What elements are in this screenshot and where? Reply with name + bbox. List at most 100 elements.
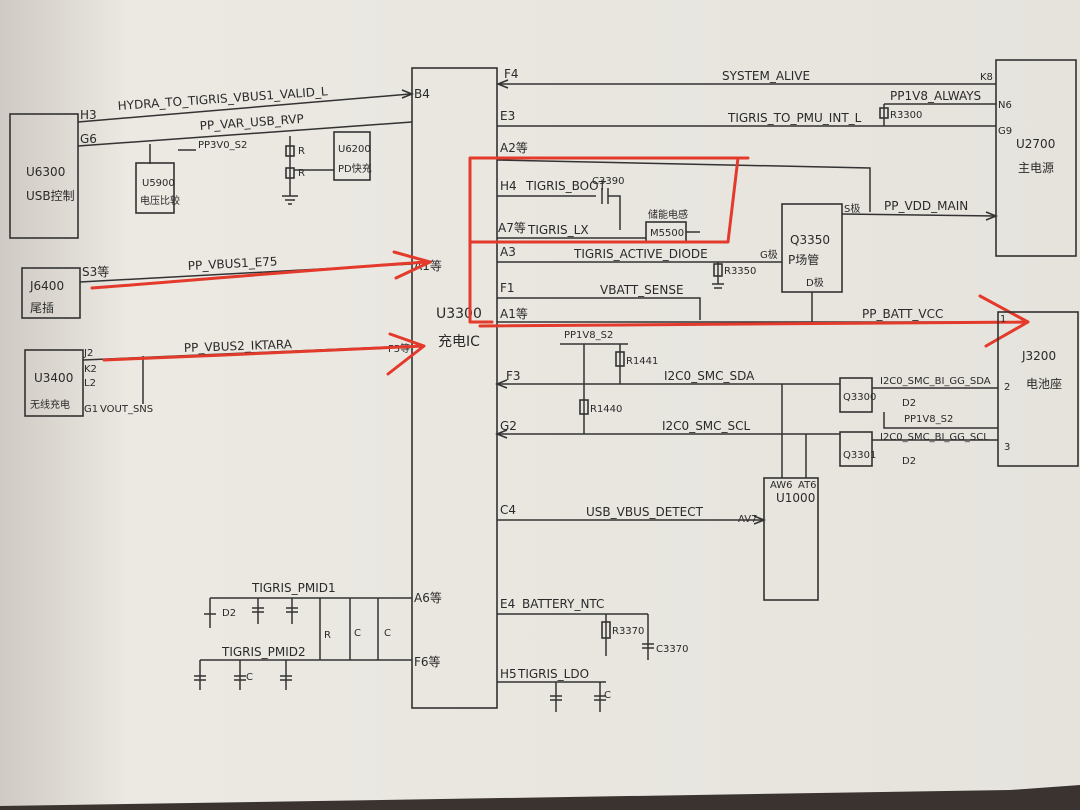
pin-g6: G6 bbox=[80, 132, 97, 146]
pin-a6: A6等 bbox=[414, 591, 442, 605]
pin-h5: H5 bbox=[500, 667, 517, 681]
usb-ctrl-box bbox=[9, 113, 79, 239]
u5900-box bbox=[135, 162, 175, 214]
net-pp-vdd-main: PP_VDD_MAIN bbox=[884, 199, 968, 213]
pin-h3: H3 bbox=[80, 108, 97, 122]
tail-plug-desc: 尾插 bbox=[30, 301, 54, 315]
pin-f6: F6等 bbox=[414, 655, 441, 669]
pin-a1b: A1等 bbox=[500, 307, 528, 321]
battery-pin-3: 3 bbox=[1004, 442, 1010, 453]
u1000-name: U1000 bbox=[776, 491, 815, 505]
r1440: R1440 bbox=[590, 404, 622, 415]
q3350-source: S极 bbox=[844, 202, 860, 215]
net-tigris-to-pmu: TIGRIS_TO_PMU_INT_L bbox=[727, 111, 862, 125]
pmu-name: U2700 bbox=[1016, 137, 1055, 151]
wireless-pin-k2: K2 bbox=[84, 364, 97, 375]
r-u6200-a: R bbox=[298, 146, 305, 157]
net-usb-vbus-detect: USB_VBUS_DETECT bbox=[586, 505, 704, 519]
pmu-box bbox=[995, 59, 1077, 257]
r1441: R1441 bbox=[626, 356, 658, 367]
highlight-vbus1 bbox=[90, 250, 432, 290]
q3350-gate: G极 bbox=[760, 248, 778, 261]
tail-plug-box bbox=[21, 267, 81, 319]
net-vbus2: PP_VBUS2_IKTARA bbox=[184, 337, 293, 355]
q3301-box bbox=[839, 431, 873, 467]
net-pmid1: TIGRIS_PMID1 bbox=[251, 581, 336, 595]
r-pmid1: R bbox=[324, 630, 331, 641]
c-pmid1-a: C bbox=[354, 628, 361, 639]
c-pmid1-b: C bbox=[384, 628, 391, 639]
d2-pmid1: D2 bbox=[222, 608, 236, 619]
pmu-desc: 主电源 bbox=[1018, 161, 1054, 175]
q3300-name: Q3300 bbox=[843, 392, 876, 403]
usb-ctrl-name: U6300 bbox=[26, 165, 65, 179]
battery-box bbox=[997, 311, 1079, 467]
q3350-desc: P场管 bbox=[788, 252, 819, 267]
net-pp3v0: PP3V0_S2 bbox=[198, 140, 247, 151]
wireless-box bbox=[24, 349, 84, 417]
charger-ic-box bbox=[411, 67, 498, 709]
net-tigris-boot: TIGRIS_BOOT bbox=[525, 179, 607, 193]
net-tigris-lx: TIGRIS_LX bbox=[527, 223, 589, 237]
battery-pin-1: 1 bbox=[1000, 314, 1006, 325]
net-battery-ntc: BATTERY_NTC bbox=[522, 597, 604, 611]
net-ldo: TIGRIS_LDO bbox=[517, 667, 589, 681]
wireless-pin-j2: J2 bbox=[83, 348, 93, 359]
tail-plug-name: J6400 bbox=[29, 279, 64, 293]
charger-ic-name: U3300 bbox=[436, 306, 482, 322]
r3370: R3370 bbox=[612, 626, 644, 637]
net-pp-batt-vcc: PP_BATT_VCC bbox=[862, 307, 943, 321]
r-u6200-b: R bbox=[298, 168, 305, 179]
pmu-pin-k8: K8 bbox=[980, 72, 993, 83]
pin-f1: F1 bbox=[500, 281, 515, 295]
pin-b4: B4 bbox=[414, 87, 430, 101]
net-i2c-scl: I2C0_SMC_SCL bbox=[662, 419, 751, 433]
usb-ctrl-desc: USB控制 bbox=[26, 189, 75, 203]
pin-a7: A7等 bbox=[498, 221, 526, 235]
c3370: C3370 bbox=[656, 644, 688, 655]
pin-g2: G2 bbox=[500, 419, 517, 433]
net-system-alive: SYSTEM_ALIVE bbox=[722, 69, 810, 83]
net-i2c-sda-gg: I2C0_SMC_BI_GG_SDA bbox=[880, 376, 991, 387]
net-vbatt-sense: VBATT_SENSE bbox=[600, 283, 684, 297]
net-pp1v8-always: PP1V8_ALWAYS bbox=[890, 89, 981, 103]
pin-a3: A3 bbox=[500, 245, 516, 259]
u1000-pin-at6: AT6 bbox=[798, 480, 817, 491]
r3350: R3350 bbox=[724, 266, 756, 277]
net-pmid2: TIGRIS_PMID2 bbox=[221, 645, 306, 659]
pin-e4: E4 bbox=[500, 597, 515, 611]
u1000-box bbox=[763, 477, 819, 601]
wireless-pin-l2: L2 bbox=[84, 378, 96, 389]
inductor-name: M5500 bbox=[650, 228, 684, 239]
battery-name: J3200 bbox=[1021, 349, 1056, 363]
wireless-pin-g1: G1 bbox=[84, 404, 98, 415]
c-ldo: C bbox=[604, 690, 611, 701]
net-active-diode: TIGRIS_ACTIVE_DIODE bbox=[573, 247, 708, 261]
pin-c4: C4 bbox=[500, 503, 516, 517]
pin-s3: S3等 bbox=[82, 265, 109, 279]
pin-f4: F4 bbox=[504, 67, 519, 81]
net-i2c-sda: I2C0_SMC_SDA bbox=[664, 369, 755, 383]
u6200-box bbox=[333, 131, 371, 181]
c-pmid2: C bbox=[246, 672, 253, 683]
u1000-pin-aw6: AW6 bbox=[770, 480, 793, 491]
battery-desc: 电池座 bbox=[1026, 376, 1062, 391]
q3350-drain: D极 bbox=[806, 276, 824, 289]
pmu-pin-n6: N6 bbox=[998, 100, 1012, 111]
d2-q3301: D2 bbox=[902, 456, 916, 467]
r3300: R3300 bbox=[890, 110, 922, 121]
net-vbus1: PP_VBUS1_E75 bbox=[187, 254, 277, 273]
highlight-batt-path bbox=[478, 294, 1030, 348]
charger-ic-desc: 充电IC bbox=[438, 334, 480, 350]
net-pp1v8-s2: PP1V8_S2 bbox=[564, 330, 613, 341]
c3390: C3390 bbox=[592, 176, 624, 187]
u5900-desc: 电压比较 bbox=[140, 194, 180, 207]
wireless-desc: 无线充电 bbox=[30, 398, 70, 411]
net-i2c-scl-gg: I2C0_SMC_BI_GG_SCL bbox=[880, 432, 989, 443]
u6200-name: U6200 bbox=[338, 144, 371, 155]
q3350-name: Q3350 bbox=[790, 233, 830, 247]
wireless-vout: VOUT_SNS bbox=[100, 404, 153, 415]
u6200-desc: PD快充 bbox=[338, 162, 372, 175]
